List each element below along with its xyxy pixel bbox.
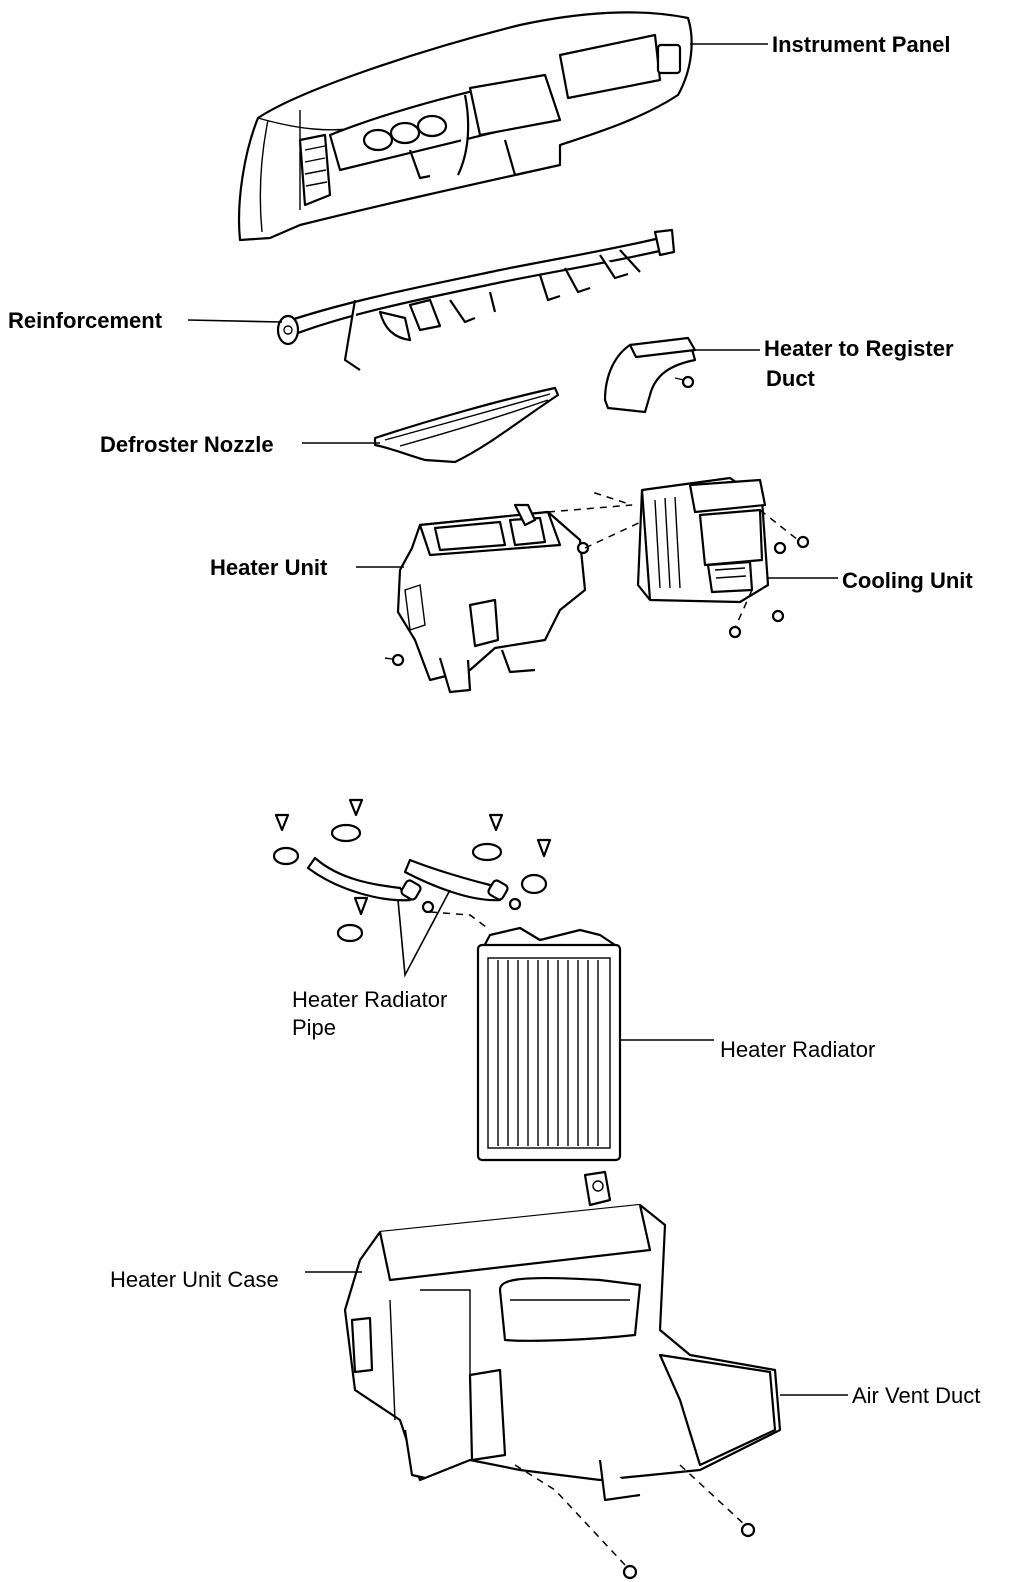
cooling-unit-screw-top [796, 535, 810, 549]
defroster-nozzle-drawing [373, 386, 560, 464]
heater-unit-label: Heater Unit [210, 555, 328, 580]
air-vent-duct-label: Air Vent Duct [852, 1383, 980, 1408]
instrument-panel-label: Instrument Panel [772, 32, 950, 57]
heater-unit-drawing [391, 503, 590, 694]
heater-unit-case-label: Heater Unit Case [110, 1267, 279, 1292]
heater-unit-case-drawing [343, 1170, 782, 1502]
heater-to-register-duct-label-line2: Duct [766, 366, 816, 391]
cooling-unit-screw-mid [773, 541, 787, 555]
cooling-unit-label: Cooling Unit [842, 568, 973, 593]
pipe-clamps-and-screws [272, 798, 552, 943]
cooling-unit-screw-right [771, 609, 785, 623]
cooling-unit-screw-bottom [728, 625, 742, 639]
cooling-unit-drawing [636, 476, 770, 604]
case-screw-right [740, 1522, 756, 1538]
heater-radiator-pipe-label-line2: Pipe [292, 1015, 336, 1040]
heater-to-register-duct-drawing [603, 336, 697, 414]
instrument-panel-drawing [237, 11, 693, 242]
heater-to-register-duct-label-line1: Heater to Register [764, 336, 954, 361]
heater-radiator-pipe-label-line1: Heater Radiator [292, 987, 447, 1012]
defroster-nozzle-label: Defroster Nozzle [100, 432, 274, 457]
case-screw-left [622, 1564, 638, 1580]
heater-radiator-drawing [476, 926, 622, 1162]
heater-radiator-label: Heater Radiator [720, 1037, 875, 1062]
reinforcement-label: Reinforcement [8, 308, 163, 333]
reinforcement-drawing [276, 228, 676, 371]
heater-radiator-pipe-drawing [306, 856, 522, 914]
